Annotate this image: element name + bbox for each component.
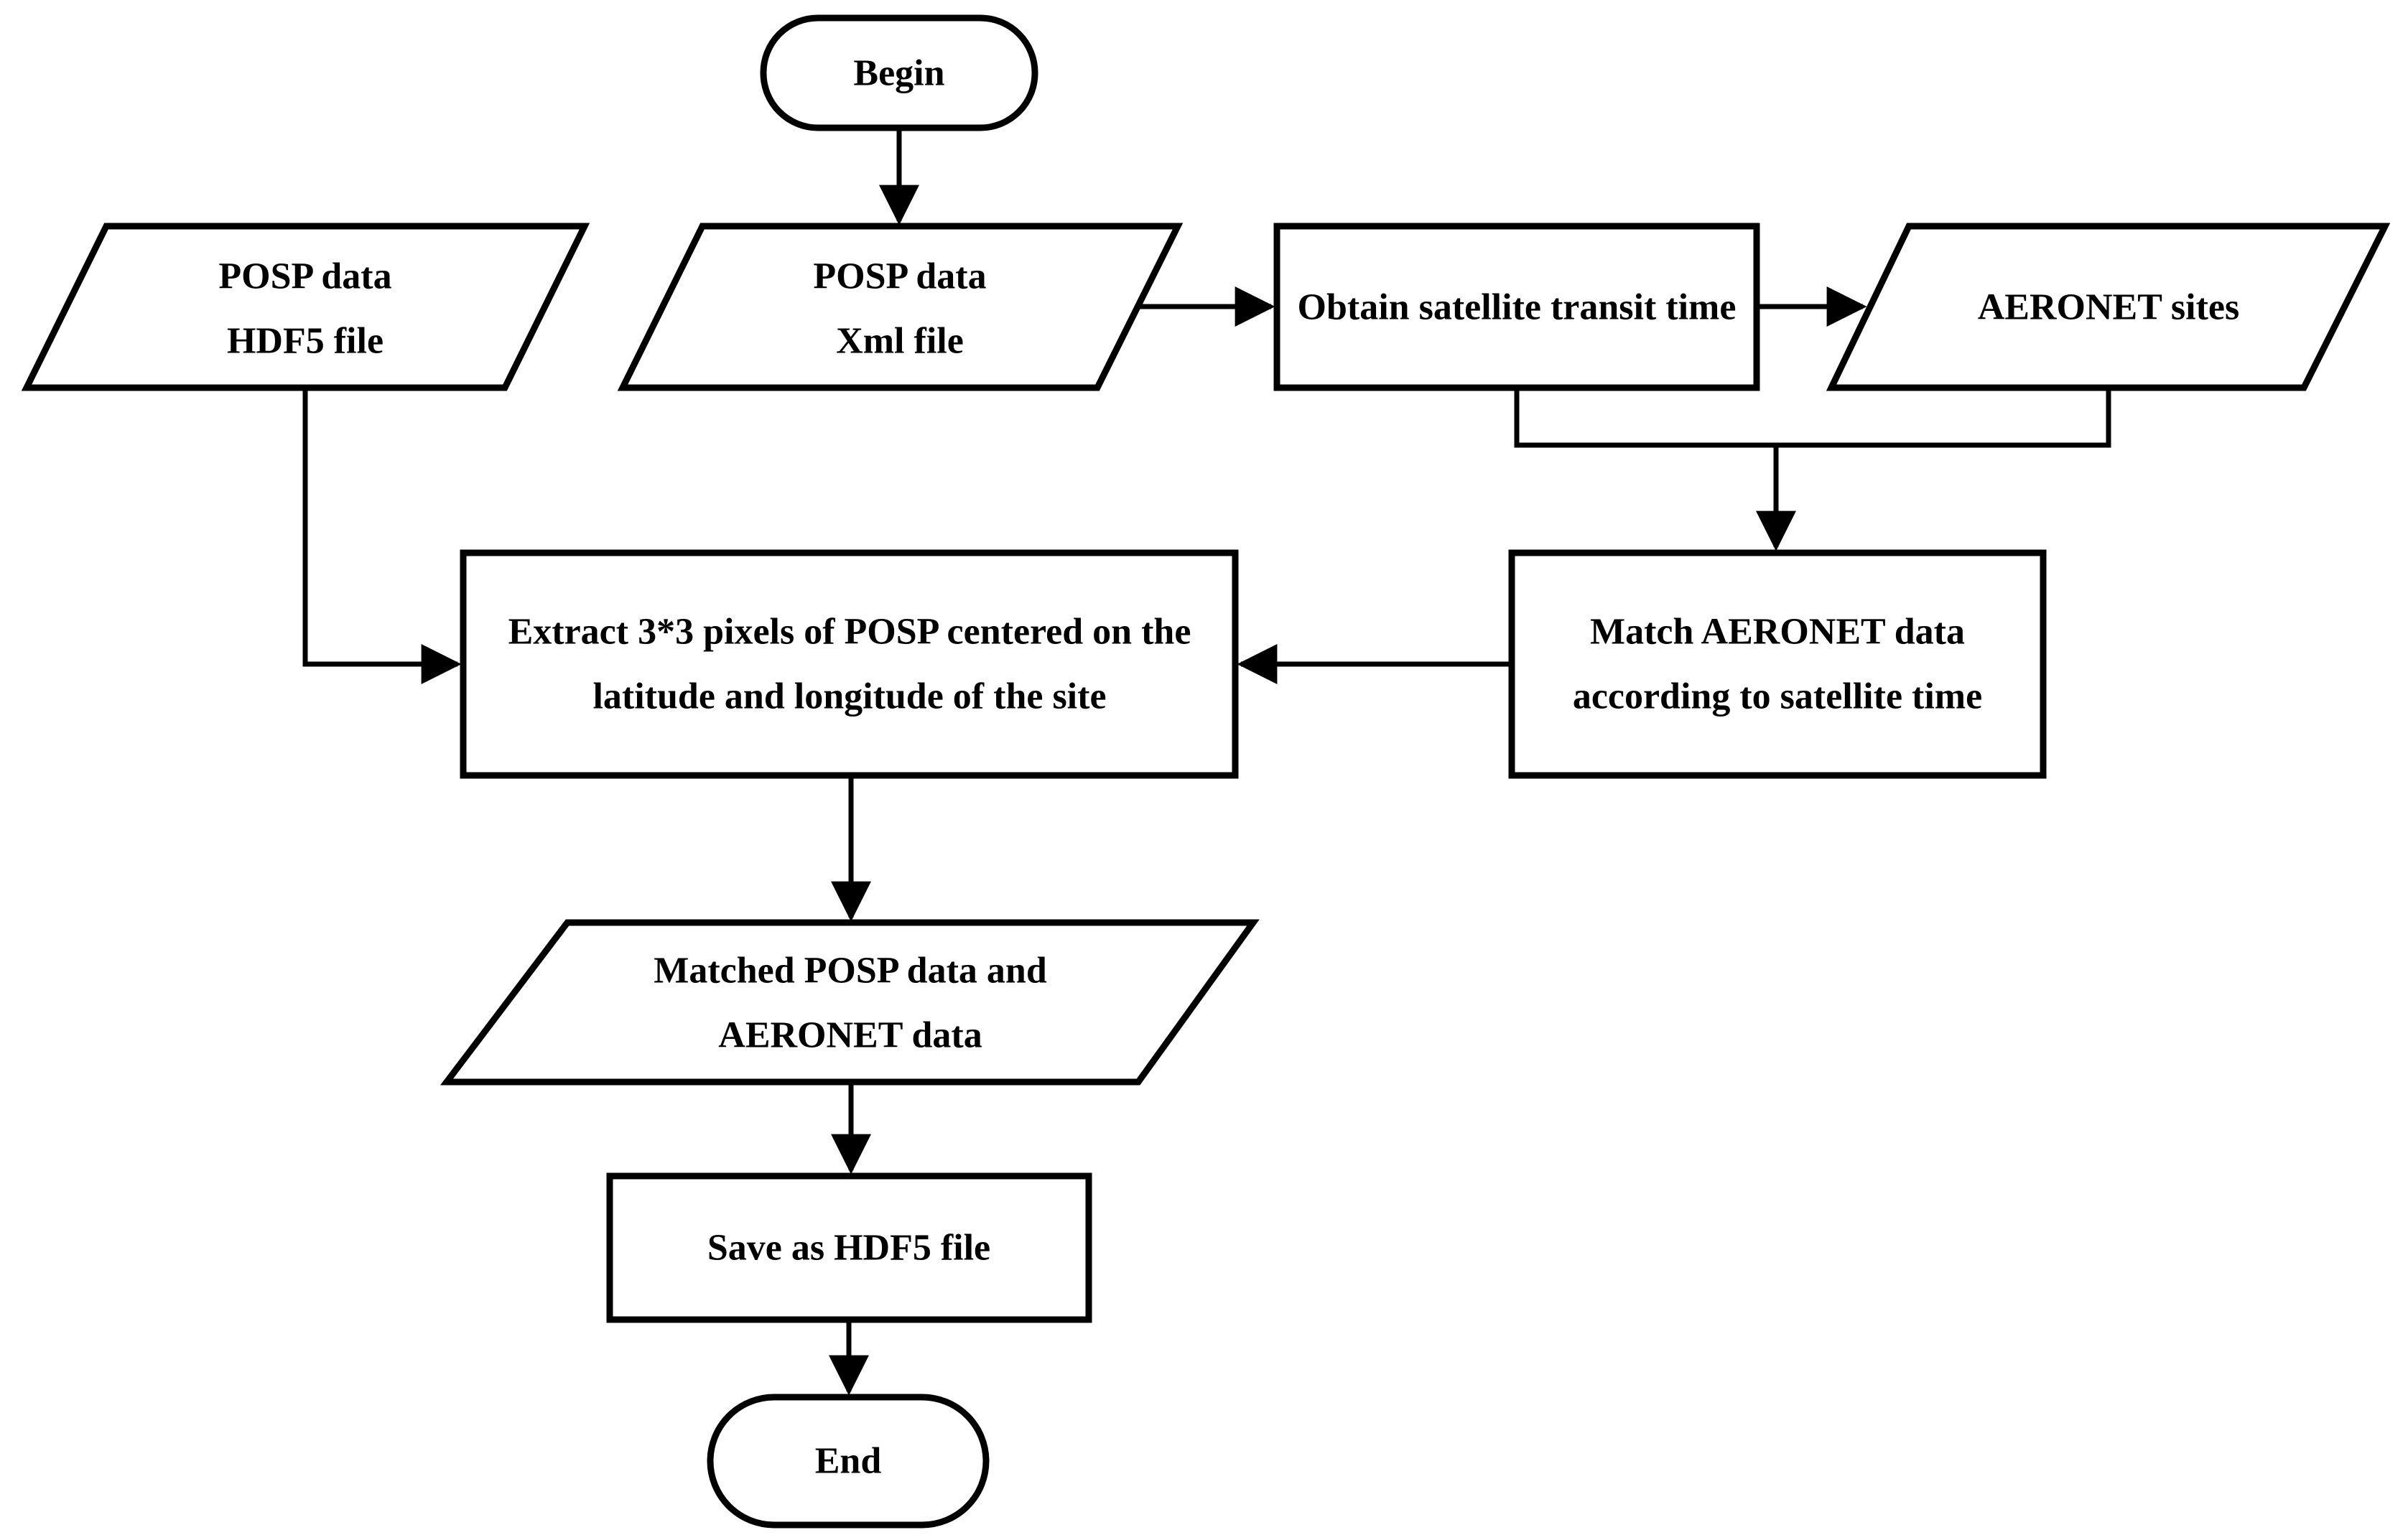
begin-node: Begin xyxy=(760,14,1038,131)
matched-data-label-line1: Matched POSP data and xyxy=(654,951,1047,992)
save-hdf5-label: Save as HDF5 file xyxy=(707,1228,990,1269)
posp-xml-node: POSP data Xml file xyxy=(617,223,1184,391)
aeronet-sites-node: AERONET sites xyxy=(1826,223,2391,391)
posp-hdf5-node: POSP data HDF5 file xyxy=(21,223,590,391)
match-aeronet-rect-shape xyxy=(1508,549,2047,779)
posp-xml-label-line2: Xml file xyxy=(836,321,964,362)
matched-data-parallelogram-shape xyxy=(440,919,1260,1086)
obtain-transit-label: Obtain satellite transit time xyxy=(1298,287,1737,328)
matched-data-node: Matched POSP data and AERONET data xyxy=(440,919,1260,1086)
match-aeronet-node: Match AERONET data according to satellit… xyxy=(1508,549,2047,779)
extract-pixels-label-line1: Extract 3*3 pixels of POSP centered on t… xyxy=(508,612,1191,653)
end-label: End xyxy=(815,1441,882,1482)
posp-xml-parallelogram-shape xyxy=(617,223,1184,391)
save-hdf5-node: Save as HDF5 file xyxy=(606,1172,1092,1323)
matched-data-label-line2: AERONET data xyxy=(718,1015,982,1056)
obtain-transit-node: Obtain satellite transit time xyxy=(1273,223,1760,391)
posp-hdf5-label-line1: POSP data xyxy=(218,256,391,297)
end-node: End xyxy=(707,1394,990,1529)
aeronet-sites-label: AERONET sites xyxy=(1978,287,2240,328)
begin-terminator-shape xyxy=(760,14,1038,131)
posp-xml-label-line1: POSP data xyxy=(813,256,986,297)
edge-posp-hdf5-to-extract xyxy=(302,388,462,684)
begin-label: Begin xyxy=(853,53,944,94)
match-aeronet-label-line1: Match AERONET data xyxy=(1590,612,1965,653)
end-terminator-shape xyxy=(707,1394,990,1529)
extract-pixels-node: Extract 3*3 pixels of POSP centered on t… xyxy=(460,549,1239,779)
extract-pixels-rect-shape xyxy=(460,549,1239,779)
extract-pixels-label-line2: latitude and longitude of the site xyxy=(592,676,1106,717)
posp-hdf5-parallelogram-shape xyxy=(21,223,590,391)
match-aeronet-label-line2: according to satellite time xyxy=(1573,676,1982,717)
posp-hdf5-label-line2: HDF5 file xyxy=(227,321,383,362)
save-hdf5-rect-shape xyxy=(606,1172,1092,1323)
obtain-transit-rect-shape xyxy=(1273,223,1760,391)
aeronet-sites-parallelogram-shape xyxy=(1826,223,2391,391)
